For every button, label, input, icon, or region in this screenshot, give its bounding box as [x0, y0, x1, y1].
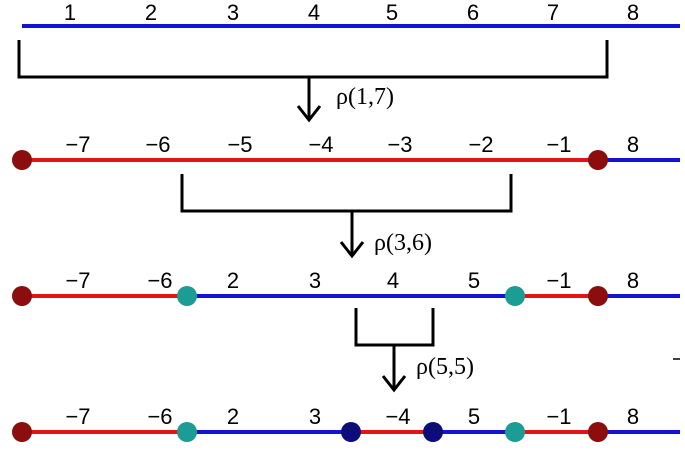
reversal-bracket-3	[354, 308, 435, 393]
gene-label-1-8: 8	[627, 0, 639, 25]
reversal-label-1: ρ(1,7)	[336, 84, 394, 110]
genome-row-2: −7 −6 −5 −4 −3 −2 −1 8	[12, 132, 680, 170]
endpoint-dot	[588, 286, 608, 306]
gene-label-3-3: 2	[227, 268, 239, 293]
endpoint-dot	[12, 286, 32, 306]
breakpoint-dot	[341, 422, 361, 442]
gene-label-3-5: 4	[387, 268, 399, 293]
gene-label-3-8: 8	[627, 268, 639, 293]
gene-label-2-1: −7	[65, 132, 90, 157]
breakpoint-dot	[177, 286, 197, 306]
gene-label-4-4: 3	[309, 404, 321, 429]
gene-label-1-7: 7	[547, 0, 559, 25]
gene-label-3-4: 3	[309, 268, 321, 293]
gene-label-3-1: −7	[65, 268, 90, 293]
gene-label-4-2: −6	[147, 404, 172, 429]
endpoint-dot	[12, 150, 32, 170]
breakpoint-dot	[505, 286, 525, 306]
gene-label-1-6: 6	[467, 0, 479, 25]
gene-label-2-3: −5	[227, 132, 252, 157]
genome-row-1: 1 2 3 4 5 6 7 8	[22, 0, 680, 28]
reversal-label-3: ρ(5,5)	[416, 354, 474, 380]
genome-row-3: −7 −6 2 3 4 5 −1 8	[12, 268, 680, 306]
gene-label-4-3: 2	[227, 404, 239, 429]
breakpoint-dot	[423, 422, 443, 442]
gene-label-4-6: 5	[468, 404, 480, 429]
reversal-label-2: ρ(3,6)	[374, 230, 432, 256]
gene-label-3-6: 5	[468, 268, 480, 293]
endpoint-dot	[588, 422, 608, 442]
gene-label-2-5: −3	[387, 132, 412, 157]
gene-label-1-1: 1	[64, 0, 76, 25]
gene-label-4-5: −4	[385, 404, 410, 429]
gene-label-1-4: 4	[308, 0, 320, 25]
gene-label-3-7: −1	[546, 268, 571, 293]
gene-label-4-8: 8	[627, 404, 639, 429]
gene-label-3-2: −6	[147, 268, 172, 293]
gene-label-2-4: −4	[308, 132, 333, 157]
breakpoint-dot	[177, 422, 197, 442]
reversal-bracket-2	[180, 174, 513, 259]
gene-label-2-8: 8	[627, 132, 639, 157]
gene-label-2-2: −6	[145, 132, 170, 157]
gene-label-4-1: −7	[65, 404, 90, 429]
breakpoint-dot	[505, 422, 525, 442]
gene-label-4-7: −1	[546, 404, 571, 429]
gene-label-1-2: 2	[145, 0, 157, 25]
gene-label-2-6: −2	[468, 132, 493, 157]
gene-label-1-5: 5	[386, 0, 398, 25]
endpoint-dot	[588, 150, 608, 170]
genome-row-4: −7 −6 2 3 −4 5 −1 8	[12, 404, 680, 442]
reversal-bracket-1	[17, 40, 609, 123]
gene-label-1-3: 3	[227, 0, 239, 25]
gene-label-2-7: −1	[546, 132, 571, 157]
endpoint-dot	[12, 422, 32, 442]
